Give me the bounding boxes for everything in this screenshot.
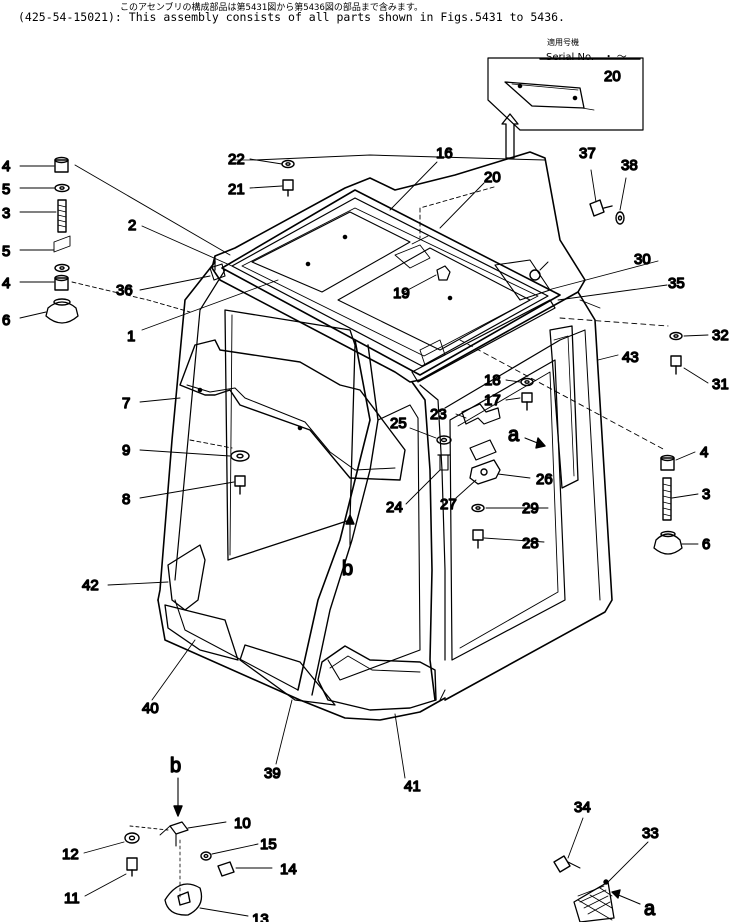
callout-2: 2: [128, 217, 136, 234]
callout-37: 37: [579, 145, 596, 162]
callout-20: 20: [484, 169, 501, 186]
callout-30: 30: [634, 251, 651, 268]
callout-3: 3: [2, 205, 10, 222]
callout-11: 11: [64, 890, 80, 907]
callout-31: 31: [712, 376, 729, 393]
lower-trims: [164, 544, 437, 711]
callout-34: 34: [574, 799, 591, 816]
callout-24: 24: [386, 499, 403, 516]
callout-16: 16: [436, 145, 453, 162]
callout-22: 22: [228, 151, 245, 168]
callout-39: 39: [264, 765, 281, 782]
view-marker-b: b: [170, 755, 181, 777]
callout-13: 13: [252, 911, 269, 922]
callout-38: 38: [621, 157, 638, 174]
callout-26: 26: [536, 471, 553, 488]
callout-6: 6: [702, 536, 710, 553]
callout-6: 6: [2, 312, 10, 329]
callout-42: 42: [82, 577, 99, 594]
callout-28: 28: [522, 535, 539, 552]
mount-stack-right: [653, 454, 683, 555]
header-japanese-note: このアセンブリの構成部品は第5431図から第5436図の部品まで含みます。: [120, 3, 423, 13]
strip-43: [549, 325, 579, 489]
callout-14: 14: [280, 861, 297, 878]
view-marker-b: b: [342, 558, 353, 580]
callout-18: 18: [484, 372, 501, 389]
callout-21: 21: [228, 181, 245, 198]
arrow-icon-a-lower: [611, 889, 641, 905]
callout-32: 32: [712, 327, 729, 344]
detail-a: [553, 855, 615, 922]
callout-19: 19: [393, 285, 410, 302]
arrow-icon-b-lower: [173, 777, 183, 817]
callout-43: 43: [622, 349, 639, 366]
cab-frame: [157, 151, 613, 721]
callout-36: 36: [116, 282, 133, 299]
callout-40: 40: [142, 700, 159, 717]
callout-8: 8: [122, 491, 130, 508]
arrow-icon-b-upper: [345, 514, 355, 546]
callout-12: 12: [62, 846, 79, 863]
callout-10: 10: [234, 815, 251, 832]
callout-5: 5: [2, 243, 10, 260]
callout-17: 17: [484, 392, 501, 409]
serial-box: [487, 57, 644, 131]
brackets: [436, 403, 501, 485]
arrow-icon-a-upper: [524, 437, 546, 449]
callout-33: 33: [642, 825, 659, 842]
mount-stack-left: [45, 156, 79, 324]
roof-window: [209, 189, 561, 383]
hardware: [281, 159, 683, 549]
callout-5: 5: [2, 181, 10, 198]
washer-bolt-8-9: [230, 450, 250, 495]
side-trim-7: [179, 339, 406, 481]
callout-35: 35: [668, 275, 685, 292]
callout-27: 27: [440, 496, 457, 513]
callout-41: 41: [404, 778, 421, 795]
callout-20: 20: [604, 68, 621, 85]
serial-label-jp: 適用号機: [547, 38, 579, 47]
leader-lines: [19, 158, 709, 917]
view-marker-a: a: [508, 424, 520, 446]
callout-23: 23: [430, 406, 447, 423]
callout-29: 29: [522, 500, 539, 517]
callout-4: 4: [2, 158, 10, 175]
view-markers: a b b a: [169, 423, 656, 920]
view-marker-a: a: [644, 898, 656, 920]
callout-7: 7: [122, 395, 130, 412]
callout-1: 1: [127, 328, 135, 345]
header-english-note: (425-54-15021): This assembly consists o…: [18, 10, 565, 24]
arrow-up-icon: [501, 113, 519, 159]
callout-9: 9: [122, 442, 130, 459]
callout-15: 15: [260, 836, 277, 853]
detail-b: [124, 821, 235, 916]
callout-4: 4: [700, 444, 708, 461]
callout-labels: 4 5 3 5 4 6 2 36 1 7 9 8 42 40 39 41 22 …: [1, 67, 729, 922]
callout-25: 25: [390, 415, 407, 432]
callout-3: 3: [702, 486, 710, 503]
callout-4: 4: [2, 275, 10, 292]
